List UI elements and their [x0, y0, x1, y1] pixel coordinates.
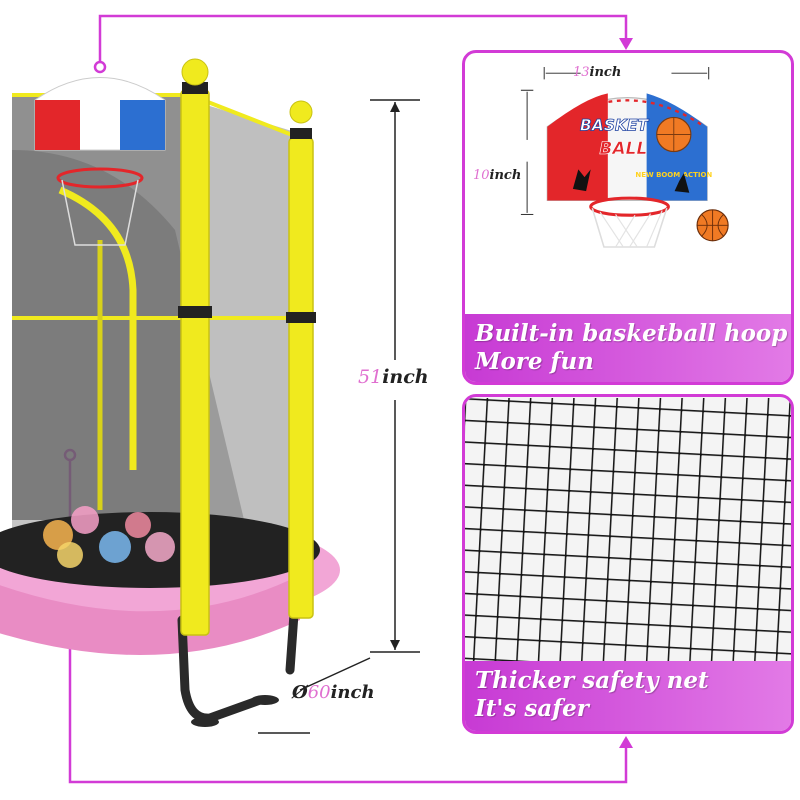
leg-foot — [251, 695, 279, 705]
net-caption: Thicker safety net It's safer — [465, 661, 791, 731]
callout-dot-hoop — [93, 60, 107, 74]
net-caption-line2: It's safer — [475, 695, 589, 722]
callout-arrow-net — [619, 736, 633, 748]
hoop-width-unit: inch — [589, 65, 622, 80]
board-side-text: NEW BOOM ACTION — [635, 171, 712, 179]
hoop-height-dimension-line — [520, 89, 534, 215]
hoop-width-dimension-line — [543, 66, 710, 80]
net-detail-panel: Thicker safety net It's safer — [462, 394, 794, 734]
hoop-support-arch — [58, 186, 137, 470]
hoop-illustration: BASKET BALL NEW BOOM ACTION — [520, 66, 729, 248]
leg-foot — [191, 717, 219, 727]
player-silhouette-right — [674, 173, 690, 193]
hoop-height-unit: inch — [489, 168, 522, 183]
hoop-caption-line2: More fun — [475, 348, 594, 375]
diameter-prefix: Ø — [292, 682, 308, 703]
net-closeup — [465, 397, 791, 669]
enclosure-net-side — [190, 100, 305, 560]
callout-line-hoop — [98, 14, 628, 65]
height-unit: inch — [382, 366, 429, 388]
player-silhouette-left — [572, 169, 591, 192]
board-word-basket: BASKET — [580, 117, 650, 135]
mini-basketball — [696, 209, 729, 242]
padded-pole-side — [286, 100, 316, 619]
board-word-ball: BALL — [599, 139, 647, 159]
diameter-value: 60 — [307, 682, 331, 703]
height-dimension-line — [370, 99, 420, 653]
diameter-dimension-line — [258, 657, 371, 734]
enclosure-hoop — [34, 77, 166, 246]
padded-pole-front — [178, 58, 212, 636]
height-value: 51 — [358, 366, 383, 388]
net-caption-line1: Thicker safety net — [475, 667, 709, 694]
backboard: BASKET BALL NEW BOOM ACTION — [546, 93, 712, 202]
hoop-height-label: 10inch — [473, 168, 521, 183]
hoop-height-value: 10 — [473, 168, 490, 183]
hoop-width-value: 13 — [573, 65, 590, 80]
play-balls — [43, 506, 175, 568]
height-arrow-down — [390, 640, 400, 650]
hoop-caption-line1: Built-in basketball hoop — [475, 320, 788, 347]
hoop-width-label: 13inch — [573, 65, 621, 80]
net-mesh — [465, 397, 791, 669]
hoop-detail-panel: BASKET BALL NEW BOOM ACTION 13inch 10inc… — [462, 50, 794, 385]
diameter-dimension-label: Ø60inch — [292, 682, 375, 703]
height-dimension-label: 51inch — [358, 366, 429, 388]
hoop-caption: Built-in basketball hoop More fun — [465, 314, 791, 382]
callout-arrow-hoop — [619, 38, 633, 50]
height-arrow-up — [390, 102, 400, 112]
hoop-rim — [589, 196, 670, 248]
diameter-unit: inch — [330, 682, 375, 703]
trampoline-pad-skirt — [0, 575, 300, 655]
